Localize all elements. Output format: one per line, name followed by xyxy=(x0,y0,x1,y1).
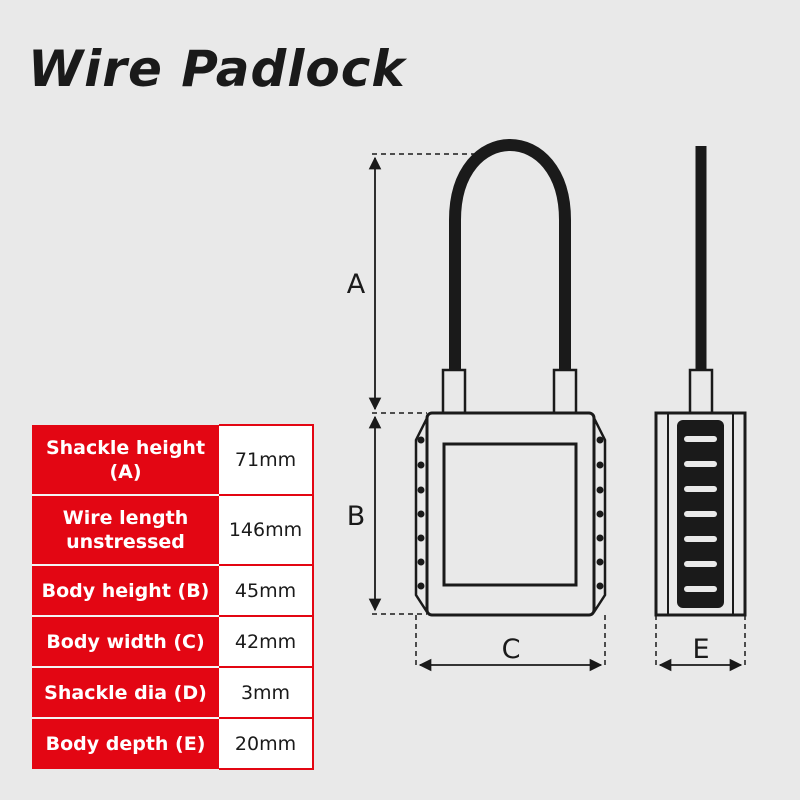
side-grip-ribs xyxy=(684,436,717,592)
spec-row: Body depth (E) 20mm xyxy=(32,718,314,770)
left-ferrule xyxy=(441,368,467,416)
label-panel xyxy=(442,442,578,587)
grip-dots xyxy=(417,436,604,590)
spec-value: 146mm xyxy=(219,495,314,566)
dimension-c: C xyxy=(415,615,606,672)
spec-row: Shackle dia (D) 3mm xyxy=(32,667,314,719)
spec-label: Body depth (E) xyxy=(32,718,219,769)
spec-label: Wire length unstressed xyxy=(32,495,219,566)
spec-value: 71mm xyxy=(219,424,314,496)
spec-label: Body width (C) xyxy=(32,616,219,668)
spec-value: 45mm xyxy=(219,565,314,617)
spec-value: 3mm xyxy=(219,667,314,719)
spec-label: Body height (B) xyxy=(32,565,219,617)
spec-value: 20mm xyxy=(219,718,314,770)
spec-row: Body width (C) 42mm xyxy=(32,616,314,668)
page-title: Wire Padlock xyxy=(28,40,406,98)
side-view-padlock xyxy=(654,146,747,617)
side-ferrule xyxy=(688,368,714,416)
spec-row: Body height (B) 45mm xyxy=(32,565,314,617)
front-view-padlock xyxy=(414,139,607,617)
right-grip-edge xyxy=(592,417,607,613)
dimension-b: B xyxy=(347,415,427,615)
spec-table: Shackle height (A) 71mm Wire length unst… xyxy=(32,424,314,770)
spec-label: Shackle height (A) xyxy=(32,425,219,496)
dimension-e: E xyxy=(655,615,746,672)
spec-row: Shackle height (A) 71mm xyxy=(32,424,314,496)
spec-row: Wire length unstressed 146mm xyxy=(32,495,314,566)
right-ferrule xyxy=(552,368,578,416)
wire-shackle xyxy=(449,139,571,370)
dimension-e-label: E xyxy=(692,634,709,665)
spec-value: 42mm xyxy=(219,616,314,668)
dimension-b-label: B xyxy=(347,501,366,532)
left-grip-edge xyxy=(414,417,429,613)
dimension-c-label: C xyxy=(502,634,521,665)
dimension-a-label: A xyxy=(347,269,366,300)
dimension-a: A xyxy=(347,153,490,414)
spec-label: Shackle dia (D) xyxy=(32,667,219,719)
